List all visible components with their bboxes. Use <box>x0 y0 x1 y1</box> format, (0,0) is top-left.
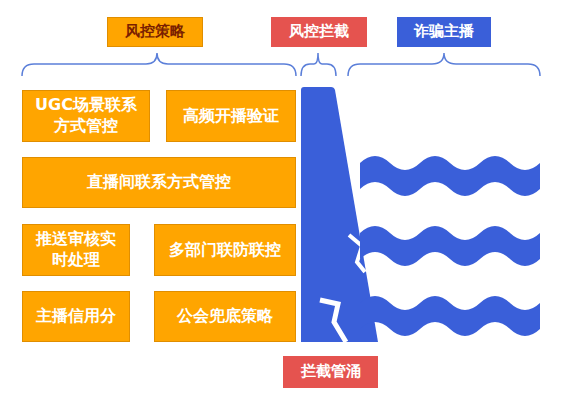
box-text: 拦截管涌 <box>301 362 361 382</box>
brace <box>348 53 540 76</box>
brace <box>22 53 296 76</box>
strategy-box: 多部门联防联控 <box>154 224 296 276</box>
box-text: UGC场景联系方式管控 <box>31 95 141 137</box>
wave <box>360 226 540 266</box>
strategy-box: 公会兜底策略 <box>154 291 296 342</box>
header-label: 风控拦截 <box>271 17 367 47</box>
header-label: 诈骗主播 <box>397 17 491 47</box>
dam-crack <box>320 300 346 342</box>
strategy-box: 直播间联系方式管控 <box>22 157 296 208</box>
strategy-box: 推送审核实时处理 <box>22 224 130 276</box>
brace <box>301 53 336 76</box>
wave <box>360 296 540 336</box>
box-text: 多部门联防联控 <box>169 240 281 261</box>
strategy-box: UGC场景联系方式管控 <box>22 90 150 142</box>
box-text: 主播信用分 <box>36 306 116 327</box>
strategy-box: 高频开播验证 <box>166 90 296 142</box>
box-text: 诈骗主播 <box>414 22 474 42</box>
callout-label: 拦截管涌 <box>283 356 378 388</box>
box-text: 风控策略 <box>125 22 185 42</box>
box-text: 推送审核实时处理 <box>31 229 121 271</box>
box-text: 公会兜底策略 <box>177 306 273 327</box>
header-label: 风控策略 <box>107 17 203 47</box>
box-text: 直播间联系方式管控 <box>87 172 231 193</box>
box-text: 风控拦截 <box>289 22 349 42</box>
box-text: 高频开播验证 <box>183 106 279 127</box>
strategy-box: 主播信用分 <box>22 291 130 342</box>
wave <box>360 156 540 196</box>
